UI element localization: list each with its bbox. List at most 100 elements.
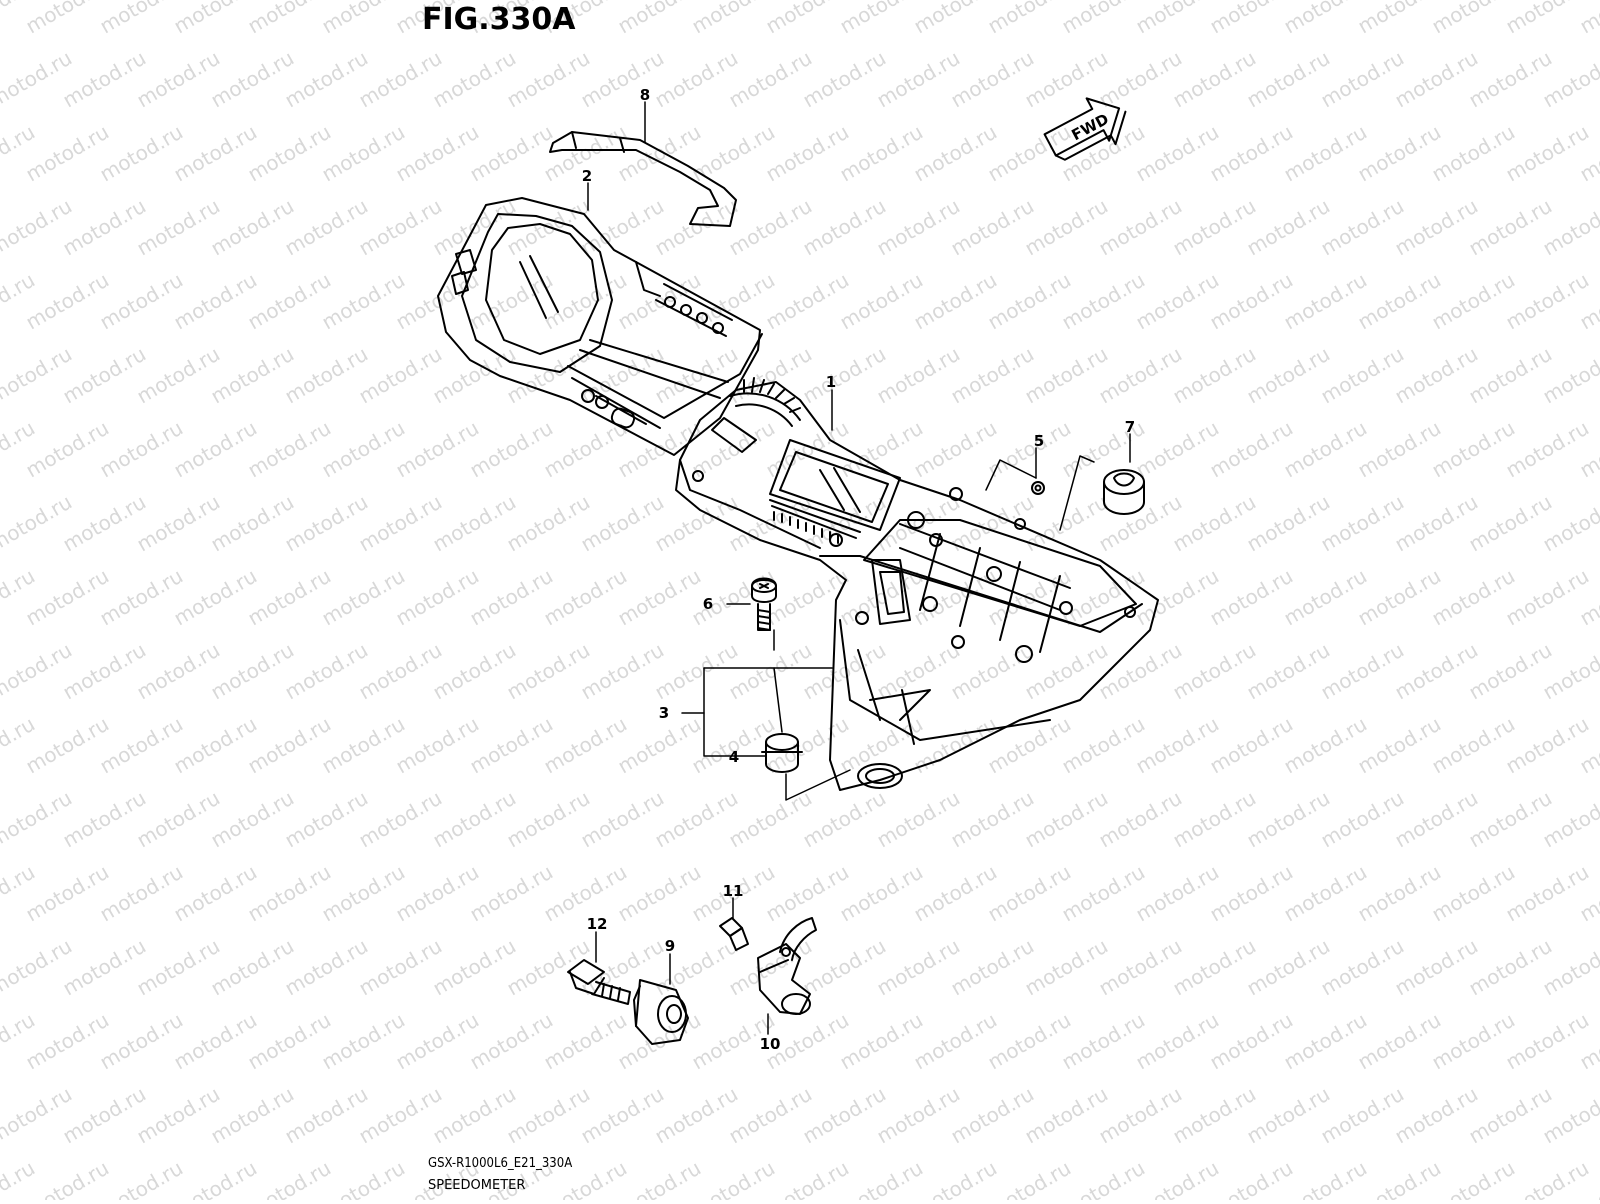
watermark-text: motod.ru <box>22 416 113 483</box>
watermark-text: motod.ru <box>1428 416 1519 483</box>
watermark-text: motod.ru <box>133 490 224 557</box>
watermark-text: motod.ru <box>281 46 372 113</box>
watermark-text: motod.ru <box>1243 786 1334 853</box>
watermark-text: motod.ru <box>1465 638 1556 705</box>
callout-12: 12 <box>587 915 608 933</box>
watermark-text: motod.ru <box>503 490 594 557</box>
watermark-text: motod.ru <box>281 1082 372 1149</box>
watermark-text: motod.ru <box>244 712 335 779</box>
watermark-text: motod.ru <box>281 194 372 261</box>
watermark-text: motod.ru <box>651 786 742 853</box>
watermark-text: motod.ru <box>96 416 187 483</box>
callout-10: 10 <box>760 1035 781 1053</box>
watermark-text: motod.ru <box>281 638 372 705</box>
watermark-text: motod.ru <box>355 934 446 1001</box>
watermark-text: motod.ru <box>355 786 446 853</box>
watermark-text: motod.ru <box>170 120 261 187</box>
watermark-text: motod.ru <box>1465 342 1556 409</box>
watermark-text: motod.ru <box>466 268 557 335</box>
watermark-text: motod.ru <box>1169 194 1260 261</box>
callout-5: 5 <box>1034 432 1044 450</box>
watermark-text: motod.ru <box>910 416 1001 483</box>
watermark-text: motod.ru <box>1206 712 1297 779</box>
watermark-text: motod.ru <box>614 416 705 483</box>
watermark-text: motod.ru <box>836 268 927 335</box>
watermark-text: motod.ru <box>96 712 187 779</box>
watermark-text: motod.ru <box>799 934 890 1001</box>
watermark-text: motod.ru <box>651 490 742 557</box>
watermark-text: motod.ru <box>466 860 557 927</box>
watermark-text: motod.ru <box>355 46 446 113</box>
watermark-text: motod.ru <box>947 786 1038 853</box>
watermark-text: motod.ru <box>1428 712 1519 779</box>
watermark-text: motod.ru <box>1502 268 1593 335</box>
figure-code: GSX-R1000L6_E21_330A <box>428 1156 572 1171</box>
watermark-text: motod.ru <box>1465 490 1556 557</box>
watermark-text: motod.ru <box>725 194 816 261</box>
watermark-text: motod.ru <box>1391 638 1482 705</box>
watermark-text: motod.ru <box>1132 860 1223 927</box>
watermark-text: motod.ru <box>1206 564 1297 631</box>
watermark-text: motod.ru <box>429 1082 520 1149</box>
watermark-text: motod.ru <box>503 1082 594 1149</box>
callout-7: 7 <box>1125 418 1135 436</box>
watermark-text: motod.ru <box>614 564 705 631</box>
watermark-text: motod.ru <box>1095 46 1186 113</box>
watermark-text: motod.ru <box>577 786 668 853</box>
watermark-text: motod.ru <box>1354 564 1445 631</box>
watermark-text: motod.ru <box>1502 1008 1593 1075</box>
watermark-text: motod.ru <box>318 268 409 335</box>
watermark-text: motod.ru <box>1391 194 1482 261</box>
watermark-text: motod.ru <box>1465 46 1556 113</box>
watermark-text: motod.ru <box>207 934 298 1001</box>
watermark-text: motod.ru <box>873 342 964 409</box>
watermark-text: motod.ru <box>910 1008 1001 1075</box>
callout-9: 9 <box>665 937 675 955</box>
watermark-text: motod.ru <box>1391 46 1482 113</box>
watermark-text: motod.ru <box>1354 712 1445 779</box>
watermark-text: motod.ru <box>207 786 298 853</box>
watermark-text: motod.ru <box>1206 120 1297 187</box>
watermark-text: motod.ru <box>429 46 520 113</box>
watermark-text: motod.ru <box>1280 860 1371 927</box>
watermark-text: motod.ru <box>59 342 150 409</box>
watermark-text: motod.ru <box>59 490 150 557</box>
watermark-text: motod.ru <box>688 120 779 187</box>
watermark-text: motod.ru <box>1465 1082 1556 1149</box>
watermark-text: motod.ru <box>392 120 483 187</box>
watermark-text: motod.ru <box>207 194 298 261</box>
watermark-text: motod.ru <box>244 564 335 631</box>
watermark-text: motod.ru <box>1169 490 1260 557</box>
watermark-text: motod.ru <box>1317 786 1408 853</box>
watermark-text: motod.ru <box>466 120 557 187</box>
watermark-text: motod.ru <box>984 1008 1075 1075</box>
watermark-text: motod.ru <box>1243 194 1334 261</box>
watermark-text: motod.ru <box>1354 268 1445 335</box>
watermark-text: motod.ru <box>170 416 261 483</box>
watermark-text: motod.ru <box>1132 416 1223 483</box>
watermark-text: motod.ru <box>1169 934 1260 1001</box>
watermark-text: motod.ru <box>244 1008 335 1075</box>
watermark-text: motod.ru <box>1021 934 1112 1001</box>
watermark-text: motod.ru <box>170 268 261 335</box>
watermark-text: motod.ru <box>207 46 298 113</box>
watermark-text: motod.ru <box>577 1082 668 1149</box>
watermark-text: motod.ru <box>244 120 335 187</box>
watermark-text: motod.ru <box>1280 120 1371 187</box>
watermark-text: motod.ru <box>651 638 742 705</box>
watermark-text: motod.ru <box>873 786 964 853</box>
watermark-text: motod.ru <box>836 860 927 927</box>
watermark-text: motod.ru <box>1354 1008 1445 1075</box>
watermark-text: motod.ru <box>1391 1082 1482 1149</box>
watermark-text: motod.ru <box>873 934 964 1001</box>
watermark-text: motod.ru <box>1280 268 1371 335</box>
watermark-text: motod.ru <box>133 342 224 409</box>
watermark-text: motod.ru <box>1280 416 1371 483</box>
watermark-text: motod.ru <box>392 416 483 483</box>
watermark-text: motod.ru <box>1391 934 1482 1001</box>
watermark-text: motod.ru <box>651 46 742 113</box>
watermark-text: motod.ru <box>1058 1008 1149 1075</box>
watermark-text: motod.ru <box>429 490 520 557</box>
watermark-text: motod.ru <box>355 638 446 705</box>
